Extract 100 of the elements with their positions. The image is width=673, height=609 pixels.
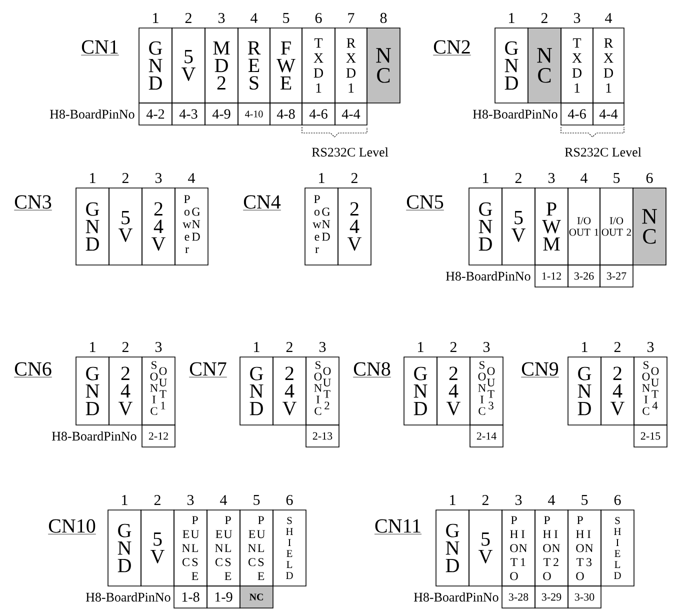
- pin-number: 5: [283, 13, 290, 23]
- board-pin-cell: 2-13: [306, 424, 340, 448]
- board-pin-cell: 4-6: [560, 102, 594, 126]
- pin-number: 6: [614, 494, 621, 506]
- note-label: H8-BoardPinNo: [472, 109, 558, 119]
- connector-label: CN8: [352, 362, 392, 378]
- pin-cell: FWE: [270, 28, 302, 104]
- pin-cell: TXD1: [302, 28, 336, 104]
- pin-cell: SONIC OUT3: [470, 356, 504, 426]
- board-pin-cell: 1-12: [534, 264, 568, 288]
- node-label: SONIC: [314, 361, 322, 415]
- node-label: IN1: [519, 530, 528, 566]
- pin-cell: NC: [366, 28, 400, 104]
- node-label: PULSE: [224, 516, 232, 580]
- pin-number: 5: [614, 173, 620, 183]
- pin-cell: Power GND: [174, 188, 208, 266]
- pin-number: 3: [515, 494, 522, 506]
- pin-number: 6: [315, 12, 322, 24]
- connector-label: CN2: [432, 40, 472, 56]
- board-pin-cell: 3-30: [568, 586, 602, 608]
- connector-label: CN10: [48, 519, 96, 534]
- pin-cell: MD2: [204, 28, 238, 104]
- pin-cell: PHOTO IN3: [568, 510, 602, 586]
- pin-number: 3: [647, 342, 654, 352]
- board-pin-cell: 4-10: [238, 102, 270, 126]
- board-pin-cell: 3-29: [534, 586, 568, 608]
- pin-cell: 5V: [140, 510, 174, 586]
- pin-cell: 5V: [502, 188, 536, 266]
- connector-label: CN3: [14, 195, 52, 210]
- pin-cell: 5V: [468, 510, 502, 586]
- pin-cell: ENC PULSE: [206, 510, 240, 586]
- pin-cell: SONIC OUT1: [142, 356, 176, 426]
- pin-cell: RES: [238, 28, 270, 104]
- pin-number: 2: [351, 173, 358, 183]
- pin-cell: 24V: [600, 356, 634, 426]
- pin-cell: PHOTO IN1: [502, 510, 536, 586]
- pin-number: 2: [541, 13, 548, 23]
- pin-number: 2: [614, 342, 620, 352]
- pin-cell: RXD1: [592, 28, 624, 104]
- note-label: H8-BoardPinNo: [52, 431, 136, 441]
- pin-number: 5: [582, 495, 588, 505]
- pin-cell: 24V: [142, 188, 176, 266]
- pin-number: 3: [155, 342, 162, 352]
- pin-cell: 24V: [108, 356, 142, 426]
- pin-number: 4: [220, 495, 228, 505]
- pin-number: 3: [483, 342, 490, 352]
- pin-cell: PHOTO IN2: [534, 510, 568, 586]
- pin-cell: Power GND: [304, 188, 338, 266]
- pin-number: 4: [250, 13, 258, 23]
- node-label: SONIC: [478, 361, 486, 415]
- board-pin-cell: 4-4: [334, 102, 368, 126]
- board-pin-cell: 4-3: [172, 102, 206, 126]
- node-label: IN2: [552, 530, 560, 566]
- pin-number: 4: [580, 173, 588, 183]
- pin-number: 4: [548, 495, 556, 505]
- pin-cell: GND: [108, 510, 142, 586]
- connector-label: CN11: [374, 519, 422, 534]
- pin-cell: 24V: [436, 356, 470, 426]
- pin-number: 3: [155, 172, 162, 184]
- board-pin-cell: 4-4: [592, 102, 624, 126]
- pin-number: 3: [574, 12, 580, 24]
- pin-number: 2: [286, 342, 292, 352]
- node-label: ENC: [215, 530, 224, 566]
- board-pin-cell: 4-9: [204, 102, 238, 126]
- board-pin-cell: 4-6: [302, 102, 336, 126]
- pin-number: 1: [90, 342, 96, 352]
- note-label: RS232C Level: [564, 147, 642, 157]
- pin-number: 3: [187, 494, 194, 506]
- pin-cell: 5V: [172, 28, 206, 104]
- pin-number: 2: [515, 173, 522, 183]
- board-pin-cell: 1-8: [174, 586, 208, 608]
- pin-cell: SHIELD: [600, 510, 634, 586]
- connector-label: CN7: [188, 362, 228, 378]
- pin-number: 1: [418, 342, 424, 352]
- pin-cell: GND: [436, 510, 470, 586]
- connector-label: CN4: [242, 195, 282, 210]
- board-pin-cell: 1-9: [206, 586, 240, 608]
- pin-number: 2: [154, 495, 160, 505]
- connector-label: CN5: [406, 195, 444, 210]
- pin-number: 1: [582, 342, 588, 352]
- pin-cell: ENC PULSE: [174, 510, 208, 586]
- note-label: H8-BoardPinNo: [446, 271, 530, 281]
- pin-cell: SONIC OUT2: [306, 356, 340, 426]
- connector-label: CN1: [80, 40, 120, 56]
- pin-number: 1: [450, 495, 456, 505]
- node-label: PULSE: [256, 516, 266, 580]
- pin-cell: GND: [404, 356, 438, 426]
- board-pin-cell: 3-28: [502, 586, 536, 608]
- node-label: IN3: [585, 530, 594, 566]
- pin-cell: GND: [76, 356, 110, 426]
- pin-cell: GND: [240, 356, 274, 426]
- note-label: RS232C Level: [312, 147, 388, 157]
- pin-number: 1: [90, 173, 96, 183]
- board-pin-cell: 4-2: [138, 102, 172, 126]
- pin-cell: SHIELD: [272, 510, 306, 586]
- pin-number: 3: [548, 172, 555, 184]
- node-label: ENC: [248, 530, 256, 566]
- pin-cell: GND: [76, 188, 110, 266]
- node-label: PHOTO: [510, 516, 518, 580]
- pin-number: 7: [348, 13, 354, 23]
